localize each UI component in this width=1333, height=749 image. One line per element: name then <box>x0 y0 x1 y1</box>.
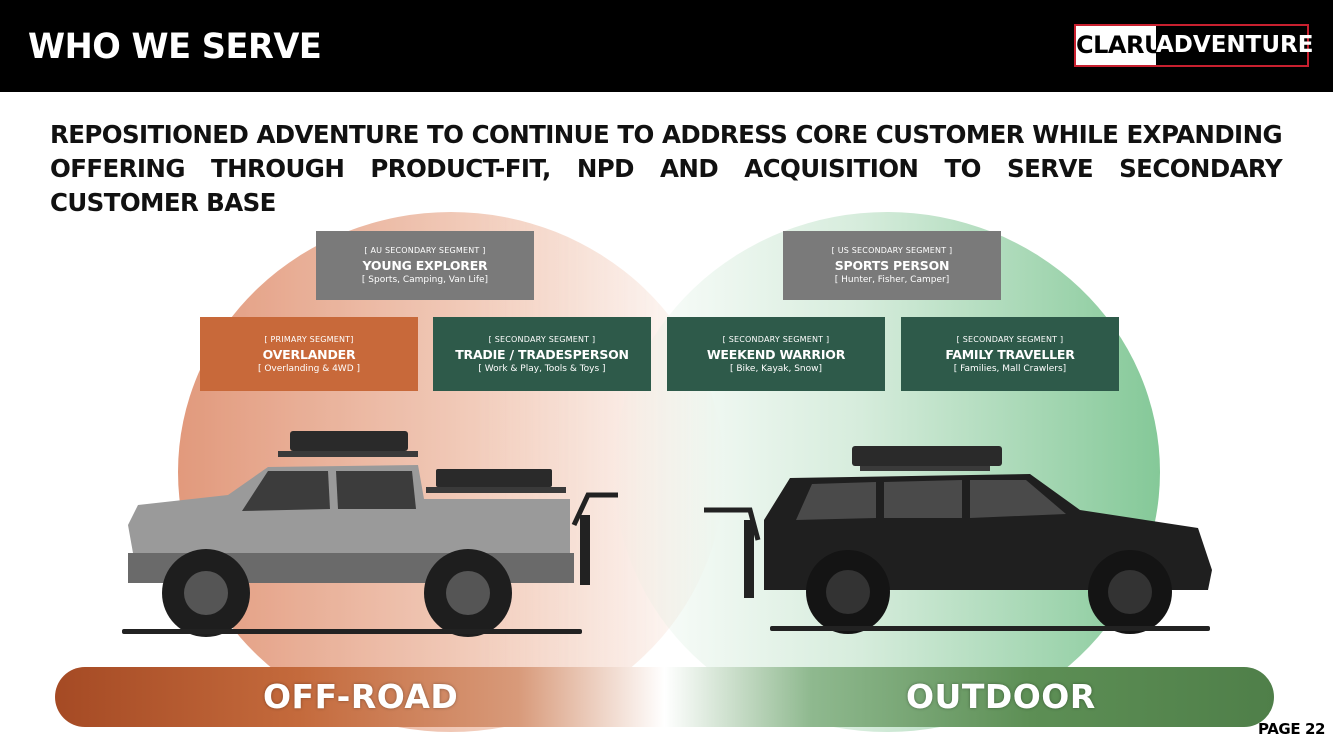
segment-name: FAMILY TRAVELLER <box>945 347 1075 362</box>
logo-adventure-text: ADVENTURE <box>1156 32 1314 58</box>
terrain-banner: OFF-ROAD OUTDOOR <box>55 667 1274 727</box>
segment-desc: [ Sports, Camping, Van Life] <box>361 275 489 285</box>
segment-desc: [ Families, Mall Crawlers] <box>953 364 1067 374</box>
segment-desc: [ Work & Play, Tools & Toys ] <box>478 364 606 374</box>
segment-sports-person: [ US SECONDARY SEGMENT ] SPORTS PERSON [… <box>783 231 1001 300</box>
header-bar: WHO WE SERVE CLARUS ADVENTURE <box>0 0 1333 92</box>
headline: REPOSITIONED ADVENTURE TO CONTINUE TO AD… <box>50 120 1283 217</box>
segment-name: OVERLANDER <box>262 347 356 362</box>
suv-illustration <box>704 446 1212 634</box>
segment-tradie: [ SECONDARY SEGMENT ] TRADIE / TRADESPER… <box>433 317 651 391</box>
segment-overlander: [ PRIMARY SEGMENT] OVERLANDER [ Overland… <box>200 317 418 391</box>
segment-tag: [ SECONDARY SEGMENT ] <box>488 335 596 344</box>
segment-young-explorer: [ AU SECONDARY SEGMENT ] YOUNG EXPLORER … <box>316 231 534 300</box>
segment-name: TRADIE / TRADESPERSON <box>455 347 629 362</box>
page-number: PAGE 22 <box>1258 720 1326 738</box>
off-road-label: OFF-ROAD <box>263 677 459 716</box>
segment-name: YOUNG EXPLORER <box>362 258 488 273</box>
segment-desc: [ Hunter, Fisher, Camper] <box>834 275 950 285</box>
segment-name: SPORTS PERSON <box>834 258 950 273</box>
segment-tag: [ AU SECONDARY SEGMENT ] <box>364 246 486 255</box>
page-title: WHO WE SERVE <box>28 27 322 67</box>
segment-name: WEEKEND WARRIOR <box>706 347 846 362</box>
segment-desc: [ Overlanding & 4WD ] <box>257 364 361 374</box>
segment-tag: [ SECONDARY SEGMENT ] <box>722 335 830 344</box>
segment-tag: [ PRIMARY SEGMENT] <box>264 335 354 344</box>
segment-weekend-warrior: [ SECONDARY SEGMENT ] WEEKEND WARRIOR [ … <box>667 317 885 391</box>
outdoor-label: OUTDOOR <box>906 677 1096 716</box>
segment-tag: [ US SECONDARY SEGMENT ] <box>831 246 953 255</box>
segment-family-traveller: [ SECONDARY SEGMENT ] FAMILY TRAVELLER [… <box>901 317 1119 391</box>
segment-desc: [ Bike, Kayak, Snow] <box>729 364 823 374</box>
segment-tag: [ SECONDARY SEGMENT ] <box>956 335 1064 344</box>
pickup-truck-illustration <box>122 431 618 637</box>
clarus-adventure-logo: CLARUS ADVENTURE <box>1074 24 1313 67</box>
logo-clarus-text: CLARUS <box>1076 26 1180 65</box>
